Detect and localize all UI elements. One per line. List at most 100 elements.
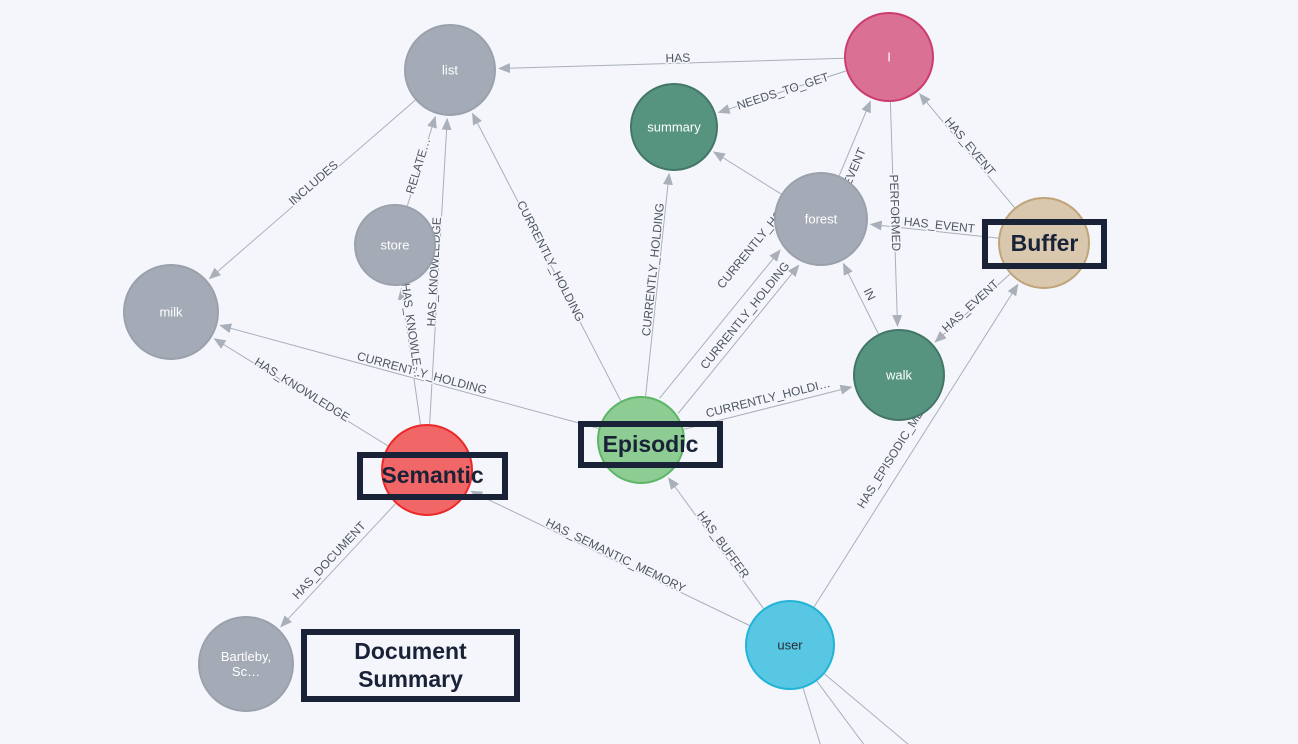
node-label: user <box>777 638 803 653</box>
edge-store-list[interactable] <box>406 115 437 207</box>
node-circle <box>853 329 945 421</box>
node-label: summary <box>647 120 701 135</box>
edge-semantic-store[interactable] <box>397 287 421 425</box>
node-circle <box>745 600 835 690</box>
edge-label: NEEDS_TO_GET <box>735 70 831 113</box>
node-user[interactable]: user <box>745 600 835 690</box>
node-circle <box>774 172 868 266</box>
edge-line <box>813 283 1019 608</box>
edge-label: IN <box>861 286 879 303</box>
edge-i-walk[interactable] <box>889 101 903 327</box>
edge-line <box>498 57 845 74</box>
edge-user-offscreen[interactable] <box>816 680 868 744</box>
edge-line <box>934 273 1011 343</box>
edge-i-list[interactable] <box>498 57 845 74</box>
edge-line <box>919 93 1015 209</box>
edge-line <box>429 117 452 425</box>
edge-semantic-list[interactable] <box>429 117 452 425</box>
edge-buffer-walk[interactable] <box>934 273 1011 343</box>
edge-label: HAS <box>665 51 690 66</box>
node-circle <box>198 616 294 712</box>
edge-label: HAS_SEMANTIC_MEMORY <box>544 515 688 595</box>
node-label: list <box>442 63 458 78</box>
edge-label: CURRENTLY_HOLDING <box>697 259 792 372</box>
node-label: forest <box>805 212 838 227</box>
edge-line <box>838 100 871 176</box>
node-list[interactable]: list <box>404 24 496 116</box>
edge-line <box>406 115 437 207</box>
edge-episodic-list[interactable] <box>472 112 622 402</box>
edge-label: HAS_EVENT <box>939 277 1002 336</box>
edge-episodic-forest[interactable] <box>677 264 800 414</box>
node-milk[interactable]: milk <box>123 264 219 360</box>
edge-line <box>397 287 421 425</box>
edge-label: HAS_DOCUMENT <box>290 518 369 602</box>
node-circle <box>597 396 685 484</box>
edge-buffer-i[interactable] <box>919 93 1015 209</box>
edge-label: HAS_EVENT <box>903 214 976 235</box>
node-forest[interactable]: forest <box>774 172 868 266</box>
node-circle <box>404 24 496 116</box>
node-walk[interactable]: walk <box>853 329 945 421</box>
edge-label: CURRENTLY_HOLDING <box>639 202 667 337</box>
edge-user-offscreen[interactable] <box>802 687 822 744</box>
node-episodic[interactable] <box>597 396 685 484</box>
node-i[interactable]: I <box>844 12 934 102</box>
edge-user-episodic[interactable] <box>668 477 764 609</box>
edge-line <box>470 490 750 626</box>
edge-label: HAS_EVENT <box>942 115 999 179</box>
edge-forest-summary[interactable] <box>712 151 782 195</box>
edge-label: HAS_BUFFER <box>694 508 752 581</box>
node-bartleby[interactable]: Bartleby,Sc… <box>198 616 294 712</box>
edge-line <box>280 503 396 628</box>
edge-labels-layer: HASNEEDS_TO_GETHAS_EVENTHAS_EVENTPERFORM… <box>251 49 1004 603</box>
node-circle <box>844 12 934 102</box>
edge-label: HAS_KNOWLEDGE <box>252 355 352 425</box>
node-circle <box>123 264 219 360</box>
node-circle <box>381 424 473 516</box>
edge-line <box>717 70 847 114</box>
edge-episodic-forest[interactable] <box>659 249 781 399</box>
edge-line <box>213 338 389 447</box>
edge-line <box>889 101 903 327</box>
edge-label: PERFORMED <box>887 174 904 251</box>
node-summary[interactable]: summary <box>630 83 718 171</box>
edge-list-milk[interactable] <box>208 99 416 280</box>
edge-episodic-milk[interactable] <box>219 323 599 429</box>
edge-forest-i[interactable] <box>838 100 871 176</box>
edge-label: CURRENTLY_HOLDING <box>514 198 587 324</box>
edge-line <box>668 477 764 609</box>
edge-line <box>869 220 999 239</box>
edge-user-offscreen[interactable] <box>824 673 916 744</box>
edge-user-buffer[interactable] <box>813 283 1019 608</box>
edge-label: CURRENTLY_HOLDI… <box>704 376 831 421</box>
node-label: I <box>887 50 891 65</box>
node-label: milk <box>159 305 183 320</box>
node-label: walk <box>885 368 913 383</box>
edge-label: RELATE… <box>403 136 433 195</box>
edge-i-summary[interactable] <box>717 70 847 114</box>
edge-line <box>472 112 622 402</box>
node-label: Bartleby,Sc… <box>221 649 271 679</box>
node-circle <box>354 204 436 286</box>
edge-walk-forest[interactable] <box>842 262 879 335</box>
node-semantic[interactable] <box>381 424 473 516</box>
edge-line <box>645 172 673 397</box>
edge-line <box>659 249 781 399</box>
node-buffer[interactable] <box>998 197 1090 289</box>
edges-layer <box>208 57 1019 744</box>
edge-semantic-bartleby[interactable] <box>280 503 396 628</box>
edge-line <box>712 151 782 195</box>
edge-episodic-summary[interactable] <box>645 172 673 397</box>
node-circle <box>630 83 718 171</box>
edge-line <box>208 99 416 280</box>
edge-user-semantic[interactable] <box>470 490 750 626</box>
edge-semantic-milk[interactable] <box>213 338 389 447</box>
edge-line <box>219 323 599 429</box>
edge-buffer-forest[interactable] <box>869 220 999 239</box>
node-store[interactable]: store <box>354 204 436 286</box>
node-circle <box>998 197 1090 289</box>
